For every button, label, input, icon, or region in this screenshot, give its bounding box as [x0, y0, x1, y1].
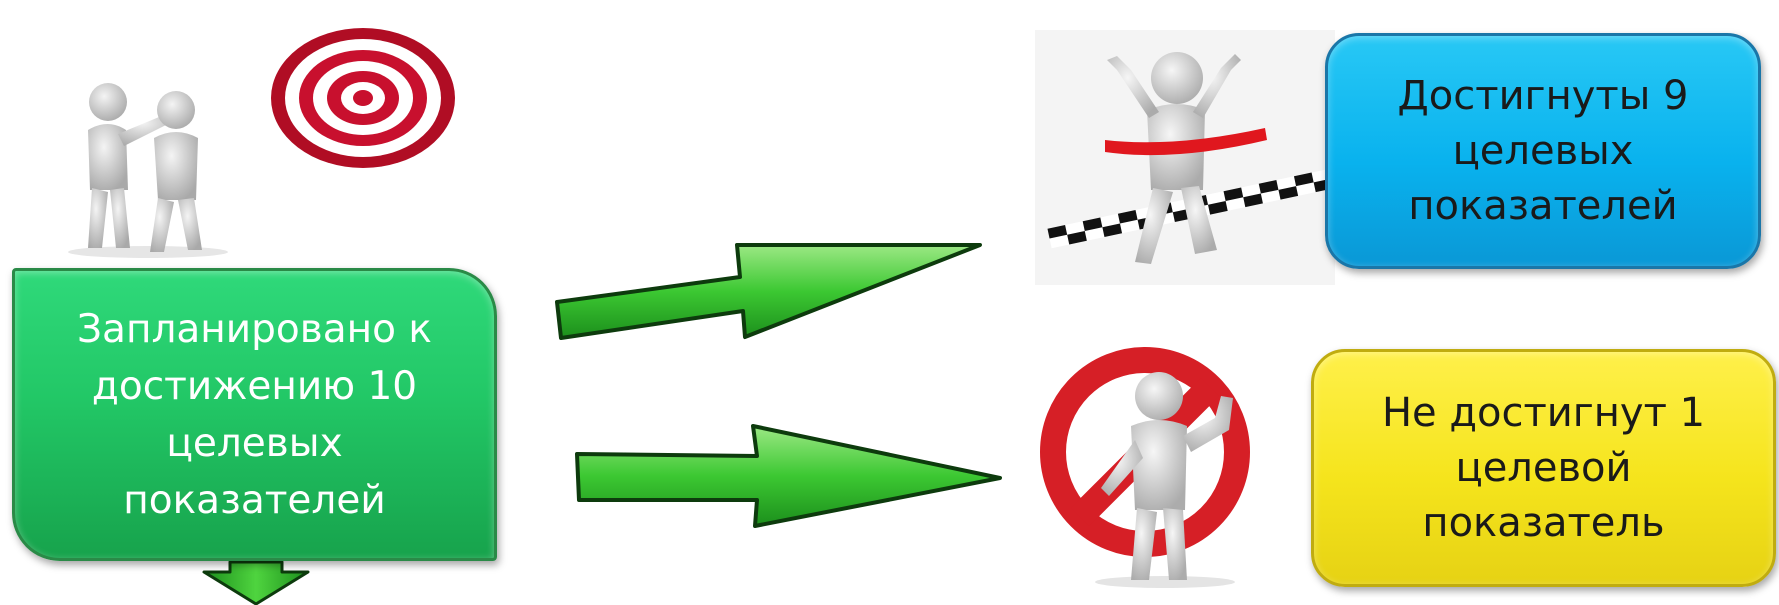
arrow-right-icon — [555, 243, 982, 340]
not-achieved-line: целевой показатель — [1422, 444, 1665, 546]
achieved-line: показателей — [1408, 182, 1678, 229]
finish-line-runner-icon — [1035, 30, 1335, 285]
prohibition-sign-icon — [1040, 347, 1250, 588]
planned-indicators-box: Запланировано к достижению 10 целевых по… — [12, 268, 497, 561]
target-icon — [271, 28, 455, 168]
planned-line: Запланировано к — [77, 306, 432, 352]
achieved-line: целевых — [1452, 127, 1634, 174]
arrow-down-icon — [202, 560, 310, 605]
planned-line: целевых — [166, 420, 343, 466]
not-achieved-line: Не достигнут 1 — [1381, 389, 1706, 436]
achieved-indicators-box: Достигнуты 9 целевых показателей — [1325, 33, 1761, 269]
planned-line: показателей — [123, 477, 386, 523]
people-pointing-icon — [68, 83, 228, 258]
planned-line: достижению 10 — [91, 363, 418, 409]
not-achieved-indicator-box: Не достигнут 1 целевой показатель — [1311, 349, 1776, 587]
arrow-right-icon — [575, 424, 1002, 528]
achieved-line: Достигнуты 9 — [1397, 72, 1689, 119]
